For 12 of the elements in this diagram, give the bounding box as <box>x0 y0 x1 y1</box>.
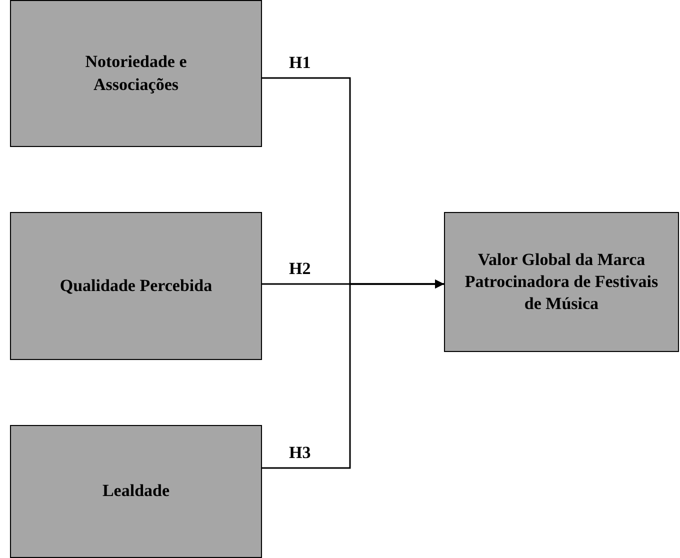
edge-label: H2 <box>289 260 311 277</box>
concept-box <box>10 425 262 558</box>
box-label: Lealdade <box>102 480 170 502</box>
box-label: Notoriedade e Associações <box>84 51 188 96</box>
box-label: Valor Global da Marca Patrocinadora de Festivais de Música <box>464 248 660 316</box>
edge-label: H1 <box>289 54 311 71</box>
box-label: Qualidade Percebida <box>60 274 212 297</box>
connector-arrow <box>262 280 444 469</box>
concept-box <box>444 212 679 352</box>
concept-box <box>10 212 262 360</box>
edge-label: H3 <box>289 444 311 461</box>
concept-box <box>10 0 262 147</box>
